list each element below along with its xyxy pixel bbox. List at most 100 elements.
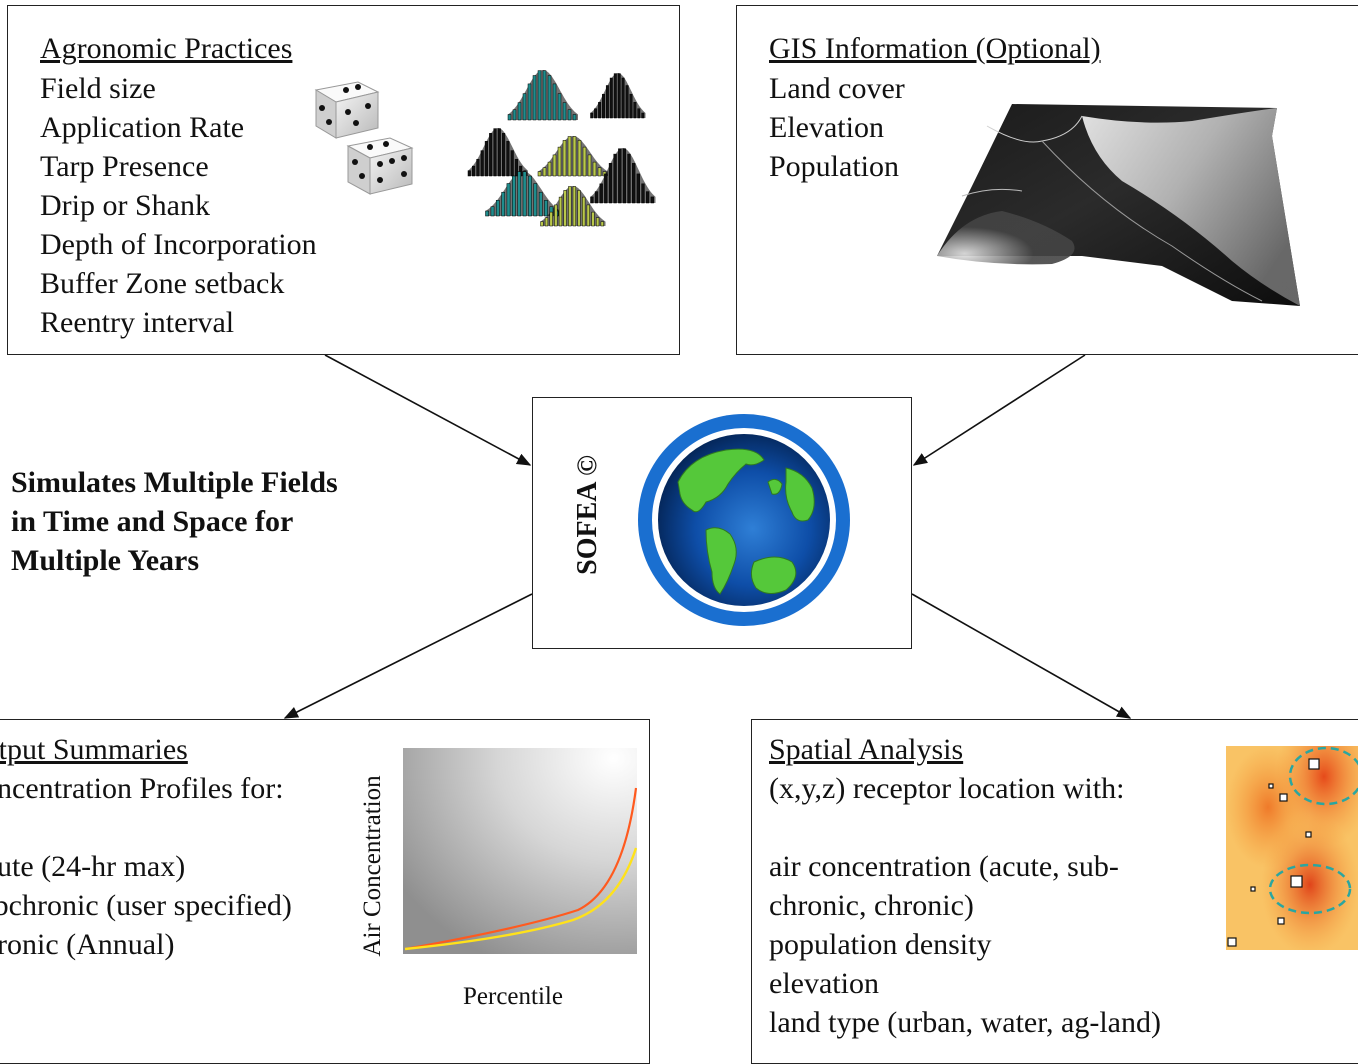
histogram-bar xyxy=(594,108,598,119)
histogram-bar xyxy=(567,136,572,177)
list-item: population density xyxy=(769,928,992,961)
arrow-sofea-to-output xyxy=(283,593,533,719)
receptor-marker xyxy=(1277,917,1285,925)
curve-subchronic xyxy=(404,787,637,951)
list-item: Application Rate xyxy=(40,111,245,144)
histogram-bar xyxy=(582,196,586,227)
arrow-gis-to-sofea xyxy=(912,354,1086,466)
histogram-bar xyxy=(604,173,608,204)
dice-icon xyxy=(314,81,414,195)
receptor-marker xyxy=(1305,831,1312,838)
receptor-marker xyxy=(1227,937,1237,947)
histogram-bar xyxy=(613,153,617,204)
list-item: Land cover xyxy=(769,72,905,105)
histogram-bar xyxy=(554,204,558,227)
histogram-bar xyxy=(594,191,599,204)
list-item: (x,y,z) receptor location with: xyxy=(769,772,1125,805)
histogram-bar xyxy=(544,217,549,227)
list-item: Population xyxy=(769,150,900,183)
histogram-bar xyxy=(602,93,605,119)
histogram-bar xyxy=(562,140,567,177)
histogram-bar xyxy=(600,221,604,227)
histogram-bar xyxy=(501,191,506,217)
histogram-bar xyxy=(527,83,532,121)
side-note-line: in Time and Space for xyxy=(11,505,294,538)
histogram-bar xyxy=(544,200,548,217)
histogram-bar xyxy=(622,148,627,204)
histogram-bar xyxy=(517,102,522,121)
histogram-bar xyxy=(502,133,506,177)
receptor-marker xyxy=(1250,886,1256,892)
gis-information-box: GIS Information (Optional) Land cover El… xyxy=(736,5,1358,355)
histogram-bar xyxy=(636,173,640,204)
histogram-bar xyxy=(489,133,493,177)
receptor-marker xyxy=(1308,758,1320,770)
spatial-list: (x,y,z) receptor location with: air conc… xyxy=(769,769,1167,1042)
gis-title: GIS Information (Optional) xyxy=(769,32,1101,65)
histogram-bar xyxy=(552,154,557,177)
histogram-bar xyxy=(506,141,510,177)
side-note-line: Multiple Years xyxy=(11,544,200,577)
histogram-bar xyxy=(537,70,542,121)
histogram-bar xyxy=(532,75,537,121)
histogram-bar xyxy=(577,190,581,227)
histogram-bar xyxy=(542,167,547,177)
list-item: chronic, chronic) xyxy=(769,889,974,922)
list-item: Buffer Zone setback xyxy=(40,267,285,300)
receptor-marker xyxy=(1290,875,1303,888)
histogram-bar xyxy=(625,85,629,119)
spatial-analysis-box: Spatial Analysis (x,y,z) receptor locati… xyxy=(751,719,1358,1064)
histogram-bar xyxy=(598,102,602,119)
histogram-bar xyxy=(522,171,527,217)
output-title: Output Summaries xyxy=(0,733,188,766)
histogram-bar xyxy=(627,153,631,204)
list-item: elevation xyxy=(769,967,879,1000)
histogram-bar xyxy=(595,217,600,227)
list-item: Drip or Shank xyxy=(40,189,210,222)
list-item: Elevation xyxy=(769,111,884,144)
list-item xyxy=(0,808,292,847)
receptor-map-image xyxy=(1226,746,1358,950)
histogram-bar xyxy=(562,102,567,121)
concentration-percentile-chart xyxy=(403,748,637,954)
agronomic-list: Field size Application Rate Tarp Presenc… xyxy=(40,69,317,342)
gis-list: Land cover Elevation Population xyxy=(769,69,905,186)
histogram-bar xyxy=(507,114,512,121)
histogram-bar xyxy=(485,210,489,217)
histogram-bar xyxy=(549,211,553,227)
histogram-bar xyxy=(512,109,517,121)
histogram-bar xyxy=(605,85,609,119)
list-item: air concentration (acute, sub- xyxy=(769,850,1119,883)
distribution-histograms-icon xyxy=(467,70,656,227)
histogram-bar xyxy=(538,191,543,217)
histogram-bar xyxy=(557,146,562,177)
histogram-bar xyxy=(472,165,476,177)
list-item: Reentry interval xyxy=(40,306,235,339)
histogram-bar xyxy=(542,70,547,121)
histogram-bar xyxy=(547,75,552,121)
histogram-bar xyxy=(572,136,577,177)
receptor-zone-2 xyxy=(1268,863,1352,915)
histogram-bar xyxy=(514,159,518,177)
histogram-bar xyxy=(590,196,594,204)
list-item: Subchronic (user specified) xyxy=(0,889,292,922)
list-item: Tarp Presence xyxy=(40,150,209,183)
histogram-bar xyxy=(567,109,572,121)
histogram-bar xyxy=(510,150,514,177)
histogram-bar xyxy=(586,204,590,227)
list-item: Acute (24-hr max) xyxy=(0,850,186,883)
histogram-bar xyxy=(632,163,636,204)
receptor-marker xyxy=(1279,793,1288,802)
sofea-label: SOFEA © xyxy=(572,455,603,575)
side-note-line: Simulates Multiple Fields xyxy=(11,466,338,499)
list-item: land type (urban, water, ag-land) xyxy=(769,1006,1161,1039)
histogram-bar xyxy=(490,206,495,217)
histogram-bar xyxy=(572,114,577,121)
histogram-bar xyxy=(467,170,471,177)
list-item: Concentration Profiles for: xyxy=(0,772,284,805)
histogram-bar xyxy=(597,167,602,177)
histogram-bar xyxy=(618,148,622,204)
histogram-bar xyxy=(641,183,645,204)
histogram-bar xyxy=(568,186,572,227)
histogram-bar xyxy=(540,221,544,227)
